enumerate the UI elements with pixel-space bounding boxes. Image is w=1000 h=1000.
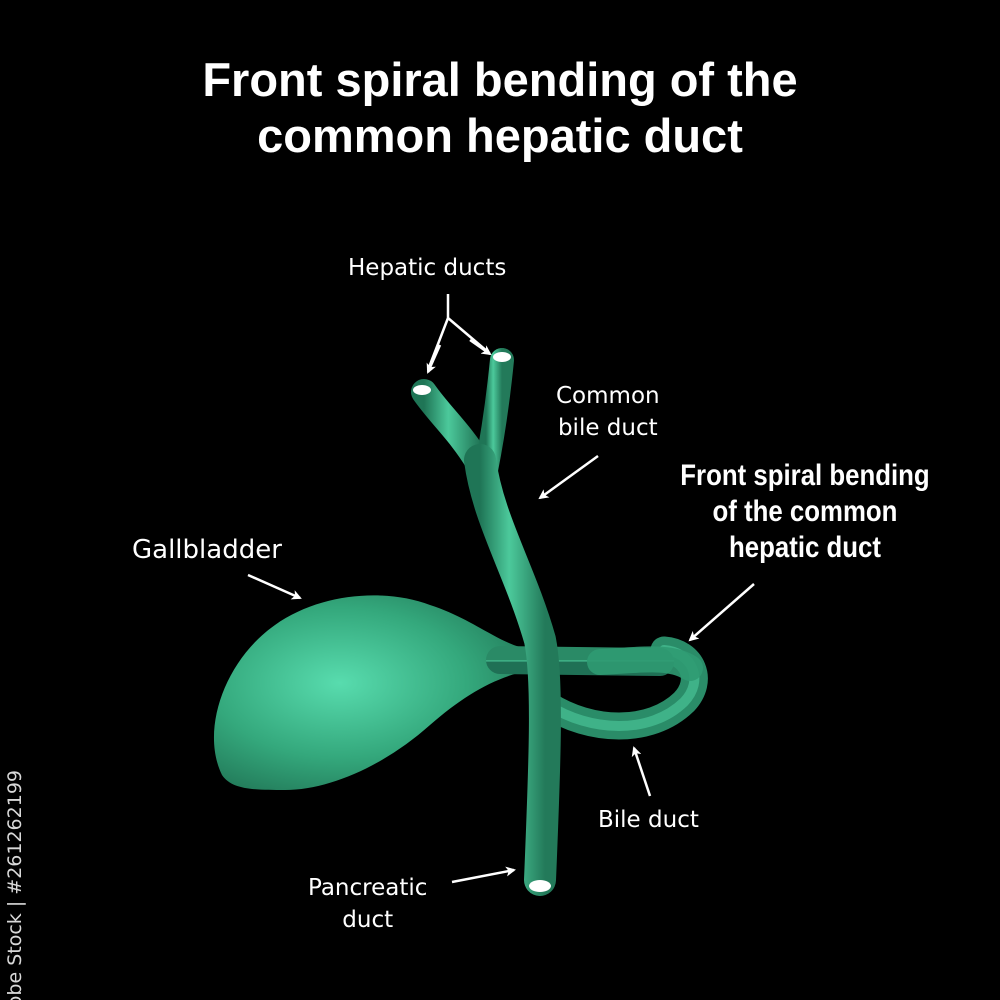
hepatic-ducts-bracket	[426, 294, 489, 371]
left-hepatic-opening	[413, 385, 431, 395]
arrow-common-bile-duct	[538, 454, 599, 500]
arrow-pancreatic-duct	[451, 866, 516, 884]
callout-line-2: of the common	[712, 495, 898, 528]
common-bile-duct	[464, 444, 561, 896]
label-pancreatic-duct-line-2: duct	[342, 907, 394, 933]
callout-front-spiral-bending: Front spiral bending of the common hepat…	[672, 458, 939, 566]
label-gallbladder: Gallbladder	[132, 535, 282, 565]
label-hepatic-ducts: Hepatic ducts	[348, 255, 507, 281]
label-pancreatic-duct: Pancreatic duct	[308, 872, 427, 936]
pancreatic-opening	[529, 880, 551, 892]
arrow-callout	[688, 583, 755, 642]
page-title: Front spiral bending of the common hepat…	[0, 52, 1000, 164]
callout-line-1: Front spiral bending	[680, 459, 930, 492]
title-line-2: common hepatic duct	[257, 109, 743, 162]
label-common-bile-duct: Common bile duct	[556, 380, 660, 444]
stock-id-text: Adobe Stock | #261262199	[4, 770, 26, 1000]
arrow-bile-duct	[631, 746, 652, 797]
title-line-1: Front spiral bending of the	[202, 53, 798, 106]
right-hepatic-opening	[493, 352, 511, 362]
arrow-hepatic-right	[469, 338, 492, 356]
label-common-bile-duct-line-1: Common	[556, 383, 660, 409]
callout-line-3: hepatic duct	[729, 531, 881, 564]
arrow-gallbladder	[247, 573, 302, 600]
gallbladder-shape	[213, 595, 545, 790]
label-bile-duct: Bile duct	[598, 807, 699, 833]
label-pancreatic-duct-line-1: Pancreatic	[308, 875, 428, 901]
front-spiral-bend	[587, 646, 703, 681]
arrow-hepatic-left	[426, 344, 442, 374]
label-common-bile-duct-line-2: bile duct	[557, 415, 658, 441]
